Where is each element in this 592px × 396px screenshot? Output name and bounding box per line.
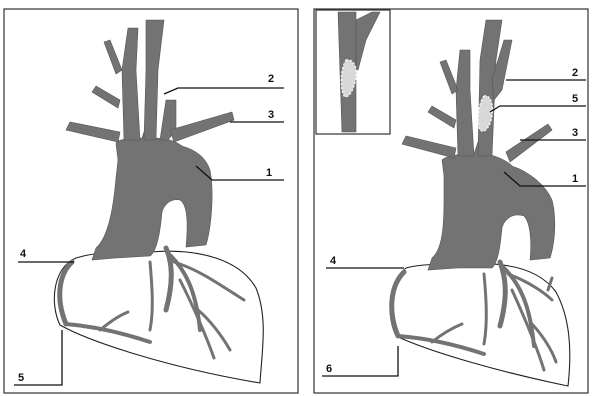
upper-left-branch-2 bbox=[92, 86, 120, 108]
left-subclavian bbox=[66, 122, 120, 142]
left-trunk-vessel-right bbox=[456, 50, 474, 156]
left-label-1: 1 bbox=[266, 167, 272, 179]
left-trunk-vessel bbox=[122, 28, 140, 140]
upper-left-branch-right bbox=[440, 60, 458, 94]
coronary-veins-left bbox=[60, 248, 244, 358]
left-label-4: 4 bbox=[20, 248, 27, 260]
right-label-2: 2 bbox=[572, 67, 578, 79]
inset-box bbox=[316, 10, 390, 134]
right-panel: 2 5 3 1 4 6 bbox=[314, 9, 588, 393]
right-label-4: 5 bbox=[572, 93, 578, 105]
heart-outline bbox=[54, 251, 263, 383]
left-label-2: 2 bbox=[268, 73, 274, 85]
center-vessel bbox=[144, 20, 164, 140]
right-label-6: 6 bbox=[326, 363, 332, 375]
left-panel: 1 2 3 4 5 bbox=[4, 9, 298, 393]
upper-left-branch-2-right bbox=[428, 106, 456, 128]
left-subclavian-right bbox=[402, 136, 456, 158]
right-subclavian-right bbox=[506, 124, 552, 162]
coronary-veins-right bbox=[392, 262, 556, 370]
aortic-arch bbox=[92, 120, 212, 260]
right-label-5: 4 bbox=[330, 255, 337, 267]
upper-left-branch bbox=[104, 40, 122, 74]
left-label-3: 3 bbox=[268, 109, 274, 121]
right-label-3: 3 bbox=[572, 127, 578, 139]
left-label-5: 5 bbox=[18, 372, 24, 384]
right-label-1: 1 bbox=[572, 173, 578, 185]
right-subclavian bbox=[170, 112, 234, 142]
